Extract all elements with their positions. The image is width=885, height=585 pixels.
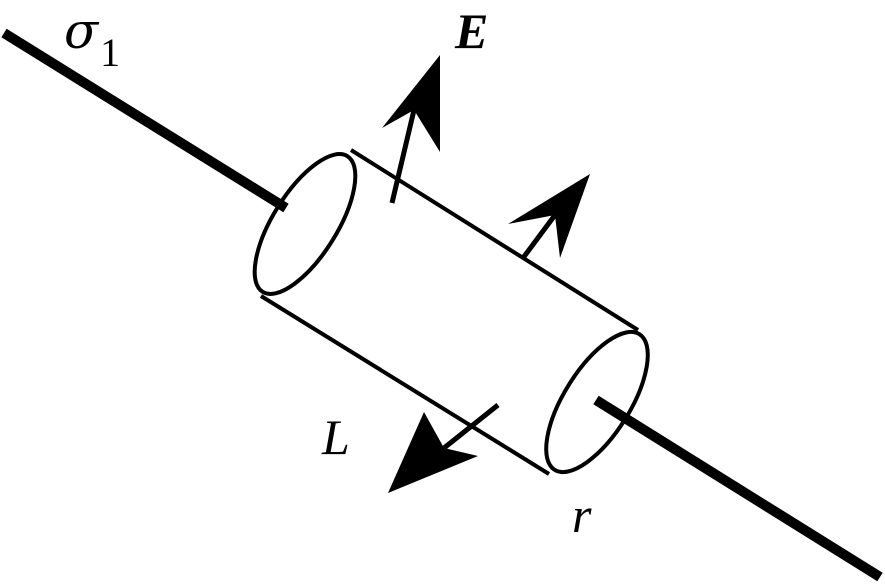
field-arrow-down-icon — [388, 403, 500, 493]
field-arrow-up-icon — [382, 55, 440, 204]
charge-density-symbol: σ — [64, 2, 99, 60]
electric-field-label: E — [455, 3, 489, 59]
charge-density-subscript: 1 — [100, 30, 121, 75]
cylinder-bottom-edge — [259, 294, 551, 476]
line-charge-right — [593, 395, 883, 582]
gaussian-cylinder — [252, 148, 650, 476]
radius-label: r — [572, 487, 592, 543]
field-arrow-side-icon — [508, 174, 590, 260]
cylinder-top-edge — [349, 148, 640, 332]
line-charge-left — [1, 28, 289, 213]
cylinder-left-cap — [252, 152, 358, 296]
length-label: L — [322, 409, 350, 465]
charge-density-label: σ1 — [64, 6, 120, 73]
